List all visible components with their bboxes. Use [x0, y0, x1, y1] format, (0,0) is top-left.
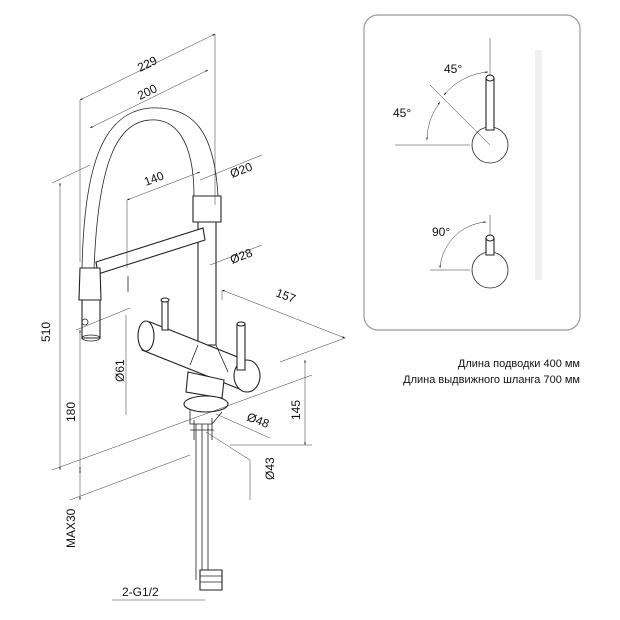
dim-g12-thread: 2-G1/2	[122, 585, 159, 599]
dim-180: 180	[64, 402, 78, 422]
dim-200: 200	[135, 81, 159, 103]
dim-max30: MAX30	[64, 508, 78, 548]
dim-diameter-61: Ø61	[113, 359, 127, 382]
lever-angle-panel	[363, 14, 581, 331]
dim-157: 157	[274, 286, 298, 306]
dim-diameter-28: Ø28	[228, 245, 254, 266]
angle-labels: 45° 45° 90°	[393, 62, 462, 239]
dim-145: 145	[289, 400, 303, 420]
dim-510: 510	[39, 322, 53, 342]
angle-45-top: 45°	[444, 62, 462, 76]
dim-140: 140	[142, 168, 166, 188]
angle-45-left: 45°	[393, 106, 411, 120]
angle-90: 90°	[432, 225, 450, 239]
dim-229: 229	[135, 53, 159, 75]
dim-diameter-20: Ø20	[228, 159, 254, 180]
faucet-outline	[78, 107, 261, 591]
dimension-lines	[51, 33, 346, 601]
dim-diameter-48: Ø48	[245, 410, 271, 431]
dimension-labels: 229 200 140 Ø20 Ø28 157 510 Ø61 180 145 …	[39, 53, 303, 599]
caption-pullout-hose-length: Длина выдвижного шланга 700 мм	[403, 374, 580, 386]
dim-diameter-43: Ø43	[263, 457, 277, 480]
caption-supply-hose-length: Длина подводки 400 мм	[457, 358, 580, 370]
